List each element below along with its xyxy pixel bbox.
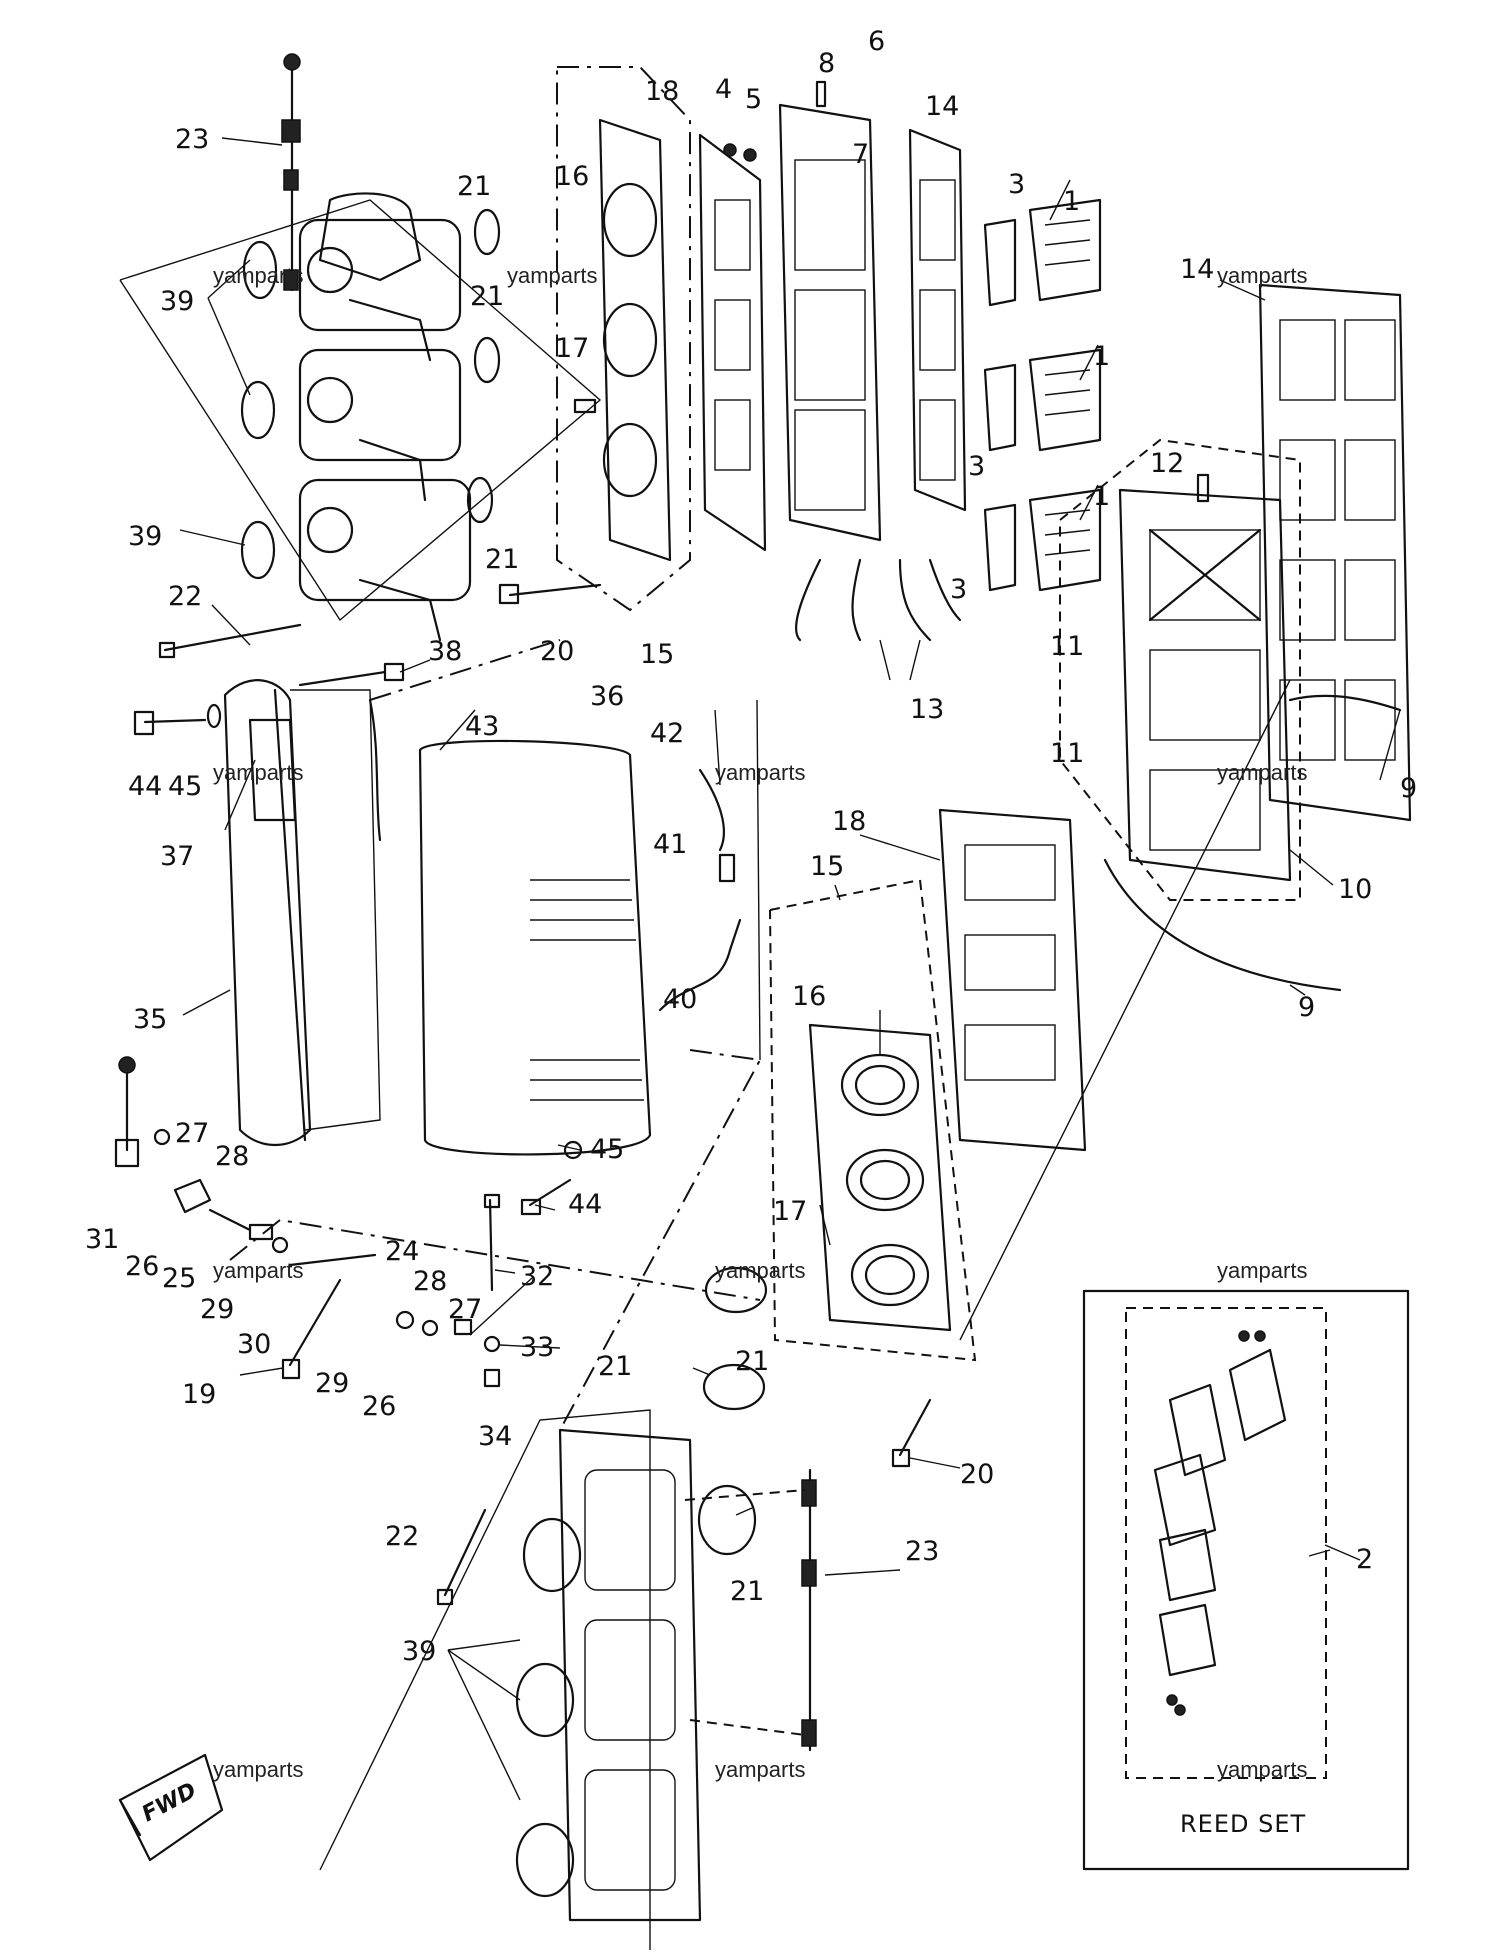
reed-valve-stack bbox=[498, 66, 1102, 642]
callout-39: 39 bbox=[128, 521, 162, 552]
watermark-text: yamparts bbox=[1217, 760, 1307, 785]
callout-17: 17 bbox=[555, 333, 589, 364]
callout-5: 5 bbox=[745, 84, 762, 115]
callout-33: 33 bbox=[520, 1332, 554, 1363]
watermark-text: yamparts bbox=[715, 760, 805, 785]
silencer-assembly bbox=[133, 639, 762, 1431]
callout-37: 37 bbox=[160, 841, 194, 872]
callout-45: 45 bbox=[168, 771, 202, 802]
watermark-text: yamparts bbox=[1217, 1757, 1307, 1782]
callout-30: 30 bbox=[237, 1329, 271, 1360]
callout-20: 20 bbox=[540, 636, 574, 667]
leader-lines bbox=[179, 137, 1401, 1801]
callout-29: 29 bbox=[200, 1294, 234, 1325]
callout-11: 11 bbox=[1050, 738, 1084, 769]
callout-21: 21 bbox=[470, 281, 504, 312]
callout-15: 15 bbox=[810, 851, 844, 882]
callout-3: 3 bbox=[1008, 169, 1025, 200]
upper-carburetor-assembly bbox=[119, 53, 602, 687]
callout-43: 43 bbox=[465, 711, 499, 742]
callout-41: 41 bbox=[653, 829, 687, 860]
callout-18: 18 bbox=[645, 76, 679, 107]
callout-28: 28 bbox=[413, 1266, 447, 1297]
callout-21: 21 bbox=[735, 1346, 769, 1377]
callout-42: 42 bbox=[650, 718, 684, 749]
callout-9: 9 bbox=[1298, 992, 1315, 1023]
callout-14: 14 bbox=[1180, 254, 1214, 285]
callout-32: 32 bbox=[520, 1261, 554, 1292]
watermark-text: yamparts bbox=[213, 1757, 303, 1782]
callout-4: 4 bbox=[715, 74, 732, 105]
callout-35: 35 bbox=[133, 1004, 167, 1035]
callout-1: 1 bbox=[1093, 481, 1110, 512]
linkage-parts bbox=[114, 1056, 761, 1388]
watermark-text: yamparts bbox=[1217, 1258, 1307, 1283]
callout-22: 22 bbox=[385, 1521, 419, 1552]
callout-20: 20 bbox=[960, 1459, 994, 1490]
callout-22: 22 bbox=[168, 581, 202, 612]
callout-36: 36 bbox=[590, 681, 624, 712]
watermark-text: yamparts bbox=[213, 760, 303, 785]
callout-28: 28 bbox=[215, 1141, 249, 1172]
callout-44: 44 bbox=[568, 1189, 602, 1220]
callout-8: 8 bbox=[818, 48, 835, 79]
callout-1: 1 bbox=[1093, 341, 1110, 372]
callout-25: 25 bbox=[162, 1263, 196, 1294]
reed-set-box: REED SET bbox=[1082, 1289, 1410, 1871]
watermark-text: yamparts bbox=[213, 1258, 303, 1283]
callout-11: 11 bbox=[1050, 631, 1084, 662]
callout-39: 39 bbox=[160, 286, 194, 317]
callout-9: 9 bbox=[1400, 773, 1417, 804]
callout-23: 23 bbox=[905, 1536, 939, 1567]
callout-44: 44 bbox=[128, 771, 162, 802]
callout-27: 27 bbox=[448, 1294, 482, 1325]
callout-17: 17 bbox=[773, 1196, 807, 1227]
callout-3: 3 bbox=[968, 451, 985, 482]
callout-19: 19 bbox=[182, 1379, 216, 1410]
callout-45: 45 bbox=[590, 1134, 624, 1165]
callout-24: 24 bbox=[385, 1236, 419, 1267]
manifold-plates bbox=[769, 679, 1291, 1468]
callout-7: 7 bbox=[852, 139, 869, 170]
callout-1: 1 bbox=[1063, 186, 1080, 217]
callout-21: 21 bbox=[598, 1351, 632, 1382]
callout-26: 26 bbox=[125, 1251, 159, 1282]
callout-16: 16 bbox=[792, 981, 826, 1012]
callout-3: 3 bbox=[950, 574, 967, 605]
watermark-text: yamparts bbox=[213, 263, 303, 288]
callout-14: 14 bbox=[925, 91, 959, 122]
callout-2: 2 bbox=[1356, 1544, 1373, 1575]
callout-10: 10 bbox=[1338, 874, 1372, 905]
callout-16: 16 bbox=[555, 161, 589, 192]
watermark-text: yamparts bbox=[715, 1757, 805, 1782]
callout-31: 31 bbox=[85, 1224, 119, 1255]
callout-26: 26 bbox=[362, 1391, 396, 1422]
callout-12: 12 bbox=[1150, 448, 1184, 479]
callout-15: 15 bbox=[640, 639, 674, 670]
callout-6: 6 bbox=[868, 26, 885, 57]
reed-set-label: REED SET bbox=[1180, 1810, 1306, 1838]
callout-21: 21 bbox=[457, 171, 491, 202]
callout-13: 13 bbox=[910, 694, 944, 725]
watermark-text: yamparts bbox=[715, 1258, 805, 1283]
watermarks: yamparts yamparts yamparts yamparts yamp… bbox=[213, 263, 1307, 1782]
callout-23: 23 bbox=[175, 124, 209, 155]
callout-40: 40 bbox=[663, 984, 697, 1015]
callout-numbers: 23 21 39 21 39 21 22 38 16 18 17 20 15 4… bbox=[85, 26, 1417, 1667]
watermark-text: yamparts bbox=[507, 263, 597, 288]
callout-29: 29 bbox=[315, 1368, 349, 1399]
fwd-arrow: FWD bbox=[118, 1753, 224, 1862]
callout-34: 34 bbox=[478, 1421, 512, 1452]
callout-27: 27 bbox=[175, 1118, 209, 1149]
callout-18: 18 bbox=[832, 806, 866, 837]
callout-39: 39 bbox=[402, 1636, 436, 1667]
lower-carburetor-assembly bbox=[319, 1266, 817, 1950]
watermark-text: yamparts bbox=[1217, 263, 1307, 288]
callout-21: 21 bbox=[485, 544, 519, 575]
callout-38: 38 bbox=[428, 636, 462, 667]
callout-21: 21 bbox=[730, 1576, 764, 1607]
